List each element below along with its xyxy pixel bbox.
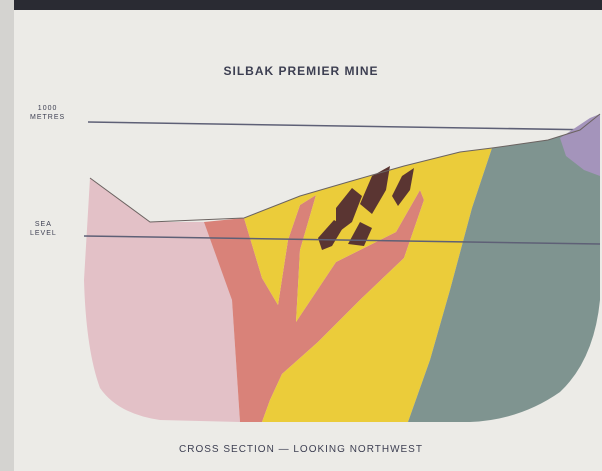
reference-label-sea: SEA	[34, 221, 52, 228]
ore-zone-3	[360, 166, 390, 214]
reference-label-1000m-value: 1000	[37, 105, 58, 112]
top-frame-edge	[0, 0, 602, 10]
reference-label-1000m: 1000 METRES	[30, 104, 65, 122]
diagram-caption: CROSS SECTION — LOOKING NORTHWEST	[179, 444, 423, 455]
pink-unit	[84, 178, 240, 422]
grey-green-unit	[408, 130, 600, 422]
ore-zone-2	[318, 220, 344, 250]
yellow-unit	[244, 148, 492, 422]
section-outline	[89, 113, 601, 223]
purple-unit	[560, 114, 600, 176]
reference-line-sea-level	[83, 235, 601, 245]
reference-line-1000m	[87, 121, 601, 131]
reference-label-1000m-unit: METRES	[30, 114, 66, 121]
reference-label-sea-level: SEA LEVEL	[30, 220, 57, 238]
diagram-title: SILBAK PREMIER MINE	[223, 64, 379, 78]
reference-label-level: LEVEL	[30, 230, 57, 237]
ore-zone-4	[392, 168, 414, 206]
left-frame-edge	[0, 0, 14, 471]
red-intrusion	[204, 190, 424, 422]
ore-zone-1	[336, 188, 362, 234]
